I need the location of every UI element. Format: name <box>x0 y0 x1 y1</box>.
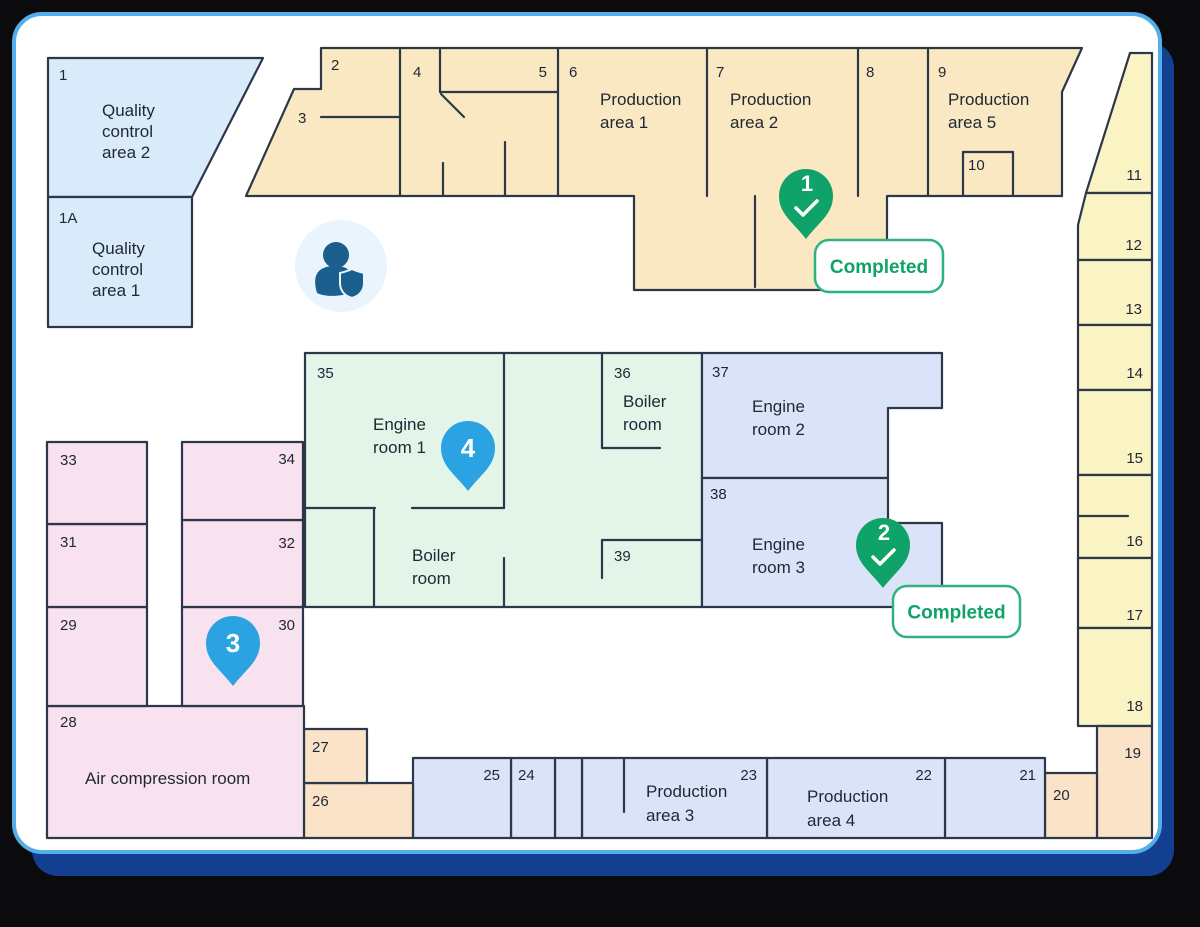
room-number-11: 11 <box>1126 167 1142 184</box>
room-number-1A: 1A <box>59 210 77 227</box>
room-number-18: 18 <box>1126 698 1143 715</box>
room-number-22: 22 <box>915 767 932 784</box>
room-number-1: 1 <box>59 67 67 84</box>
room-number-37: 37 <box>712 364 729 381</box>
completed-pin-icon <box>856 518 910 588</box>
status-badge: Completed <box>813 238 945 294</box>
room-number-6: 6 <box>569 64 577 81</box>
shield-icon <box>339 267 365 300</box>
task-pin-icon <box>441 421 495 491</box>
pin-number: 4 <box>461 433 476 463</box>
room-37 <box>700 351 944 480</box>
room-number-3: 3 <box>298 110 306 127</box>
map-pin-4[interactable]: 4 <box>441 421 495 491</box>
checkmark-icon <box>871 548 896 566</box>
pin-number: 3 <box>226 628 240 658</box>
status-badge-label: Completed <box>830 257 928 278</box>
person-head <box>323 242 349 268</box>
status-badge-box <box>813 238 945 294</box>
map-pin-2[interactable]: 2 <box>856 518 910 588</box>
room-label: Air compression room <box>85 769 250 788</box>
room-number-5: 5 <box>539 64 547 81</box>
room-number-28: 28 <box>60 714 77 731</box>
room-number-16: 16 <box>1126 533 1143 550</box>
room-number-24: 24 <box>518 767 535 784</box>
room-number-2: 2 <box>331 57 339 74</box>
room-number-13: 13 <box>1125 301 1142 318</box>
room-33 <box>45 440 149 526</box>
room-number-17: 17 <box>1126 607 1143 624</box>
room-19 <box>1095 724 1154 840</box>
room-number-30: 30 <box>278 617 295 634</box>
room-number-20: 20 <box>1053 787 1070 804</box>
room-34 <box>180 440 305 522</box>
room-number-15: 15 <box>1126 450 1143 467</box>
room-number-14: 14 <box>1126 365 1143 382</box>
room-number-33: 33 <box>60 452 77 469</box>
person-icon <box>295 220 387 312</box>
room-number-10: 10 <box>968 157 985 174</box>
room-number-9: 9 <box>938 64 946 81</box>
room-number-27: 27 <box>312 739 329 756</box>
room-1A <box>46 195 194 329</box>
room-24b <box>553 756 584 840</box>
room-number-31: 31 <box>60 534 77 551</box>
room-number-36: 36 <box>614 365 631 382</box>
room-number-8: 8 <box>866 64 874 81</box>
room-number-32: 32 <box>278 535 295 552</box>
room-number-19: 19 <box>1124 745 1141 762</box>
room-number-35: 35 <box>317 365 334 382</box>
status-badge: Completed <box>891 584 1022 639</box>
room-number-21: 21 <box>1019 767 1036 784</box>
room-1 <box>46 56 265 199</box>
status-badge-label: Completed <box>907 603 1005 624</box>
room-27 <box>302 727 369 785</box>
room-number-26: 26 <box>312 793 329 810</box>
room-number-7: 7 <box>716 64 724 81</box>
task-pin-icon <box>206 616 260 686</box>
pin-number: 2 <box>878 520 890 545</box>
room-20 <box>1043 771 1099 840</box>
map-pin-1[interactable]: 1 <box>779 169 833 239</box>
room-number-34: 34 <box>278 451 295 468</box>
pin-number: 1 <box>801 171 813 196</box>
room-number-25: 25 <box>483 767 500 784</box>
checkmark-icon <box>794 199 819 217</box>
room-number-23: 23 <box>740 767 757 784</box>
wall-segment <box>439 92 466 119</box>
room-number-39: 39 <box>614 548 631 565</box>
room-number-38: 38 <box>710 486 727 503</box>
room-32 <box>180 518 305 609</box>
status-badge-box <box>891 584 1022 639</box>
room-number-4: 4 <box>413 64 421 81</box>
completed-pin-icon <box>779 169 833 239</box>
map-pin-3[interactable]: 3 <box>206 616 260 686</box>
room-11 <box>1084 51 1154 195</box>
room-number-12: 12 <box>1125 237 1142 254</box>
room-26 <box>302 781 415 840</box>
room-number-29: 29 <box>60 617 77 634</box>
